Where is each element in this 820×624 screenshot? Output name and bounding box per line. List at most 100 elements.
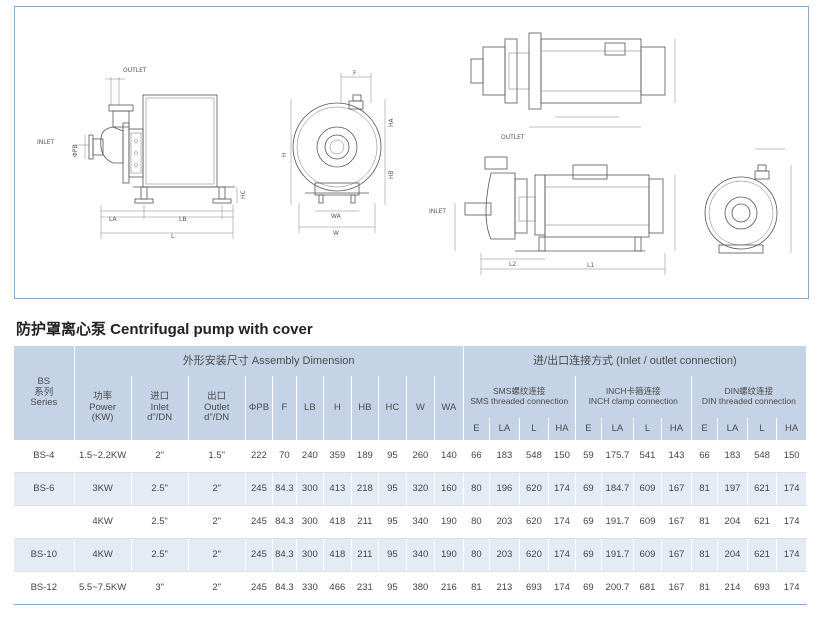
connection-cell: 621 <box>747 472 778 506</box>
connection-cell: 183 <box>489 440 520 473</box>
dimension-cell: 245 <box>245 505 274 539</box>
label-h: H <box>281 152 288 157</box>
dim-header: WA <box>434 376 464 440</box>
connection-cell: 197 <box>717 472 748 506</box>
connection-cell: 143 <box>661 440 692 473</box>
inlet-cell: 2" <box>131 440 189 473</box>
connection-cell: 81 <box>691 472 719 506</box>
connection-cell: 609 <box>633 472 663 506</box>
connection-cell: 620 <box>519 472 550 506</box>
dimension-cell: 413 <box>323 472 352 506</box>
connection-cell: 621 <box>747 505 778 539</box>
label-l1: L1 <box>587 262 594 269</box>
connection-header: 进/出口连接方式 (Inlet / outlet connection) <box>463 346 808 376</box>
outlet-header: 出口 Outlet d"/DN <box>188 376 246 440</box>
dimension-cell: 300 <box>296 538 325 572</box>
dimension-cell: 95 <box>378 440 407 473</box>
dimension-cell: 245 <box>245 472 274 506</box>
front-view-drawing: F H HA HB WA W <box>281 70 395 237</box>
connection-cell: 81 <box>463 571 491 605</box>
inlet-cell: 2.5" <box>131 505 189 539</box>
dimension-cell: 340 <box>406 538 436 572</box>
dimension-cell: 84.3 <box>272 538 297 572</box>
inlet-cell: 2.5" <box>131 538 189 572</box>
dimension-cell: 359 <box>323 440 352 473</box>
power-cell: 4KW <box>74 538 132 572</box>
din-header: DIN螺纹连接 DIN threaded connection <box>691 376 808 418</box>
dimension-cell: 95 <box>378 505 407 539</box>
outlet-cell: 2" <box>188 571 246 605</box>
dimension-cell: 231 <box>351 571 380 605</box>
dimension-cell: 245 <box>245 538 274 572</box>
series-header: BS 系列 Series <box>14 346 75 440</box>
connection-cell: 200.7 <box>601 571 634 605</box>
dimension-cell: 140 <box>434 440 464 473</box>
dimension-cell: 218 <box>351 472 380 506</box>
dimension-cell: 245 <box>245 571 274 605</box>
connection-subheader-cell: HA <box>548 418 576 440</box>
connection-cell: 167 <box>661 538 692 572</box>
connection-subheader-cell: L <box>633 418 663 440</box>
power-cell: 4KW <box>74 505 132 539</box>
label-l2: L2 <box>509 261 516 268</box>
series-cell: BS-4 <box>14 440 75 473</box>
end-view-drawing <box>704 148 792 254</box>
connection-cell: 66 <box>463 440 491 473</box>
dimension-cell: 189 <box>351 440 380 473</box>
label-outlet-2: OUTLET <box>501 134 525 141</box>
connection-cell: 80 <box>463 505 491 539</box>
connection-cell: 184.7 <box>601 472 634 506</box>
dim-header: H <box>323 376 352 440</box>
dim-header: W <box>406 376 436 440</box>
dimension-cell: 70 <box>272 440 297 473</box>
technical-drawings: OUTLET INLET ΦPB LA LB L HC <box>37 32 792 275</box>
connection-subheader-cell: LA <box>489 418 520 440</box>
section-title: 防护罩离心泵 Centrifugal pump with cover <box>16 321 313 338</box>
dimension-cell: 240 <box>296 440 325 473</box>
connection-cell: 681 <box>633 571 663 605</box>
dimension-cell: 260 <box>406 440 436 473</box>
series-cell: BS-10 <box>14 538 75 572</box>
connection-cell: 621 <box>747 538 778 572</box>
connection-cell: 69 <box>575 472 603 506</box>
connection-cell: 174 <box>548 571 576 605</box>
dimension-cell: 160 <box>434 472 464 506</box>
connection-cell: 167 <box>661 571 692 605</box>
label-phi-pb: ΦPB <box>72 145 79 157</box>
connection-cell: 620 <box>519 505 550 539</box>
dimension-cell: 84.3 <box>272 505 297 539</box>
connection-subheader-cell: HA <box>776 418 807 440</box>
label-hb: HB <box>388 170 395 179</box>
dimension-cell: 216 <box>434 571 464 605</box>
label-inlet-2: INLET <box>429 208 446 215</box>
dim-header: ΦPB <box>245 376 274 440</box>
label-hc: HC <box>240 190 247 199</box>
label-w: W <box>333 230 339 237</box>
dimension-cell: 330 <box>296 571 325 605</box>
connection-cell: 81 <box>691 538 719 572</box>
connection-cell: 609 <box>633 538 663 572</box>
connection-subheader-cell: L <box>519 418 550 440</box>
connection-cell: 80 <box>463 472 491 506</box>
connection-cell: 693 <box>519 571 550 605</box>
dimension-cell: 211 <box>351 505 380 539</box>
connection-cell: 174 <box>548 505 576 539</box>
dimension-cell: 95 <box>378 571 407 605</box>
inlet-header: 进口 Inlet d"/DN <box>131 376 189 440</box>
connection-subheader-cell: LA <box>601 418 634 440</box>
series-cell <box>14 505 75 539</box>
connection-subheader-cell: E <box>463 418 491 440</box>
connection-subheader-cell: L <box>747 418 778 440</box>
spec-table: BS 系列 Series 外形安装尺寸 Assembly Dimension 进… <box>14 346 808 605</box>
connection-cell: 175.7 <box>601 440 634 473</box>
dimension-cell: 418 <box>323 538 352 572</box>
dim-header: LB <box>296 376 325 440</box>
series-cell: BS-12 <box>14 571 75 605</box>
connection-subheader-cell: LA <box>717 418 748 440</box>
connection-cell: 214 <box>717 571 748 605</box>
